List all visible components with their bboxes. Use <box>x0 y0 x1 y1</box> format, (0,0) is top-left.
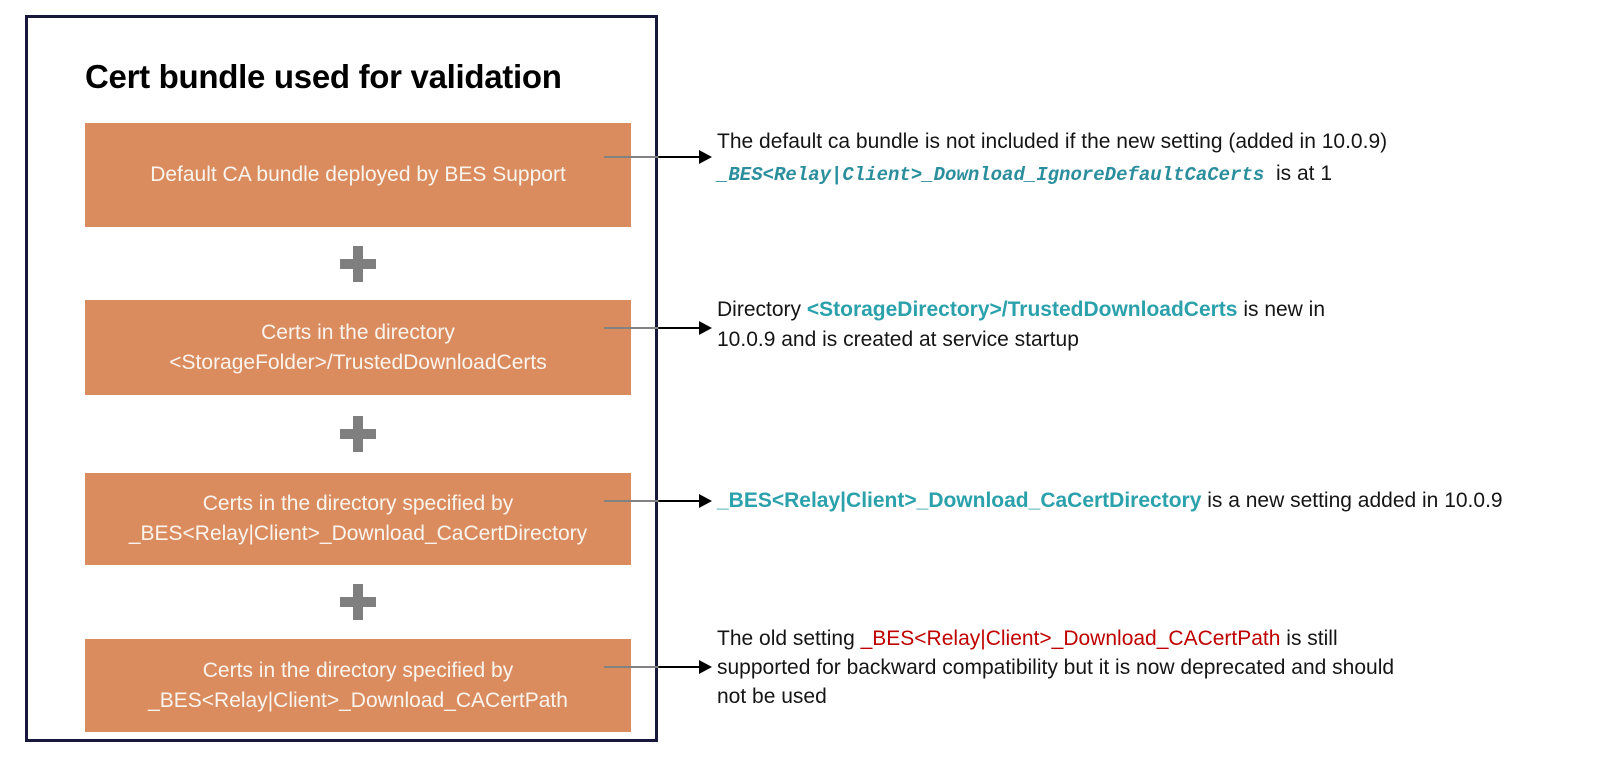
plus-icon <box>340 246 376 282</box>
annotation-segment: is still supported for backward compatib… <box>717 627 1395 708</box>
arrow-head-icon <box>699 494 712 508</box>
plus-icon <box>340 584 376 620</box>
box-text-line: _BES<Relay|Client>_Download_CACertPath <box>148 688 568 712</box>
annotation-segment: The old setting <box>717 627 861 650</box>
arrow-line <box>604 156 701 158</box>
annotation-trusted-download-certs: Directory <StorageDirectory>/TrustedDown… <box>717 295 1592 355</box>
box-cacert-directory: Certs in the directory specified by _BES… <box>85 473 631 565</box>
box-text-line: <StorageFolder>/TrustedDownloadCerts <box>169 350 547 374</box>
box-text-line: Default CA bundle deployed by BES Suppor… <box>150 163 566 186</box>
annotation-segment: _BES<Relay|Client>_Download_CaCertDirect… <box>717 489 1202 512</box>
annotation-segment: _BES<Relay|Client>_Download_IgnoreDefaul… <box>717 164 1265 186</box>
annotation-segment: The default ca bundle is not included if… <box>717 130 1388 153</box>
annotation-cacert-path-deprecated: The old setting _BES<Relay|Client>_Downl… <box>717 624 1592 711</box>
diagram-title: Cert bundle used for validation <box>85 58 562 95</box>
box-text-line: Certs in the directory specified by <box>202 492 514 515</box>
annotation-segment: is a new setting added in 10.0.9 <box>1201 489 1503 512</box>
arrow-head-icon <box>699 660 712 674</box>
box-trusted-download-certs: Certs in the directory <StorageFolder>/T… <box>85 300 631 395</box>
arrow-line <box>604 666 701 668</box>
annotation-default-ca-bundle: The default ca bundle is not included if… <box>717 126 1592 191</box>
annotation-segment: _BES<Relay|Client>_Download_CACertPath <box>860 627 1281 650</box>
annotation-segment: <StorageDirectory>/TrustedDownloadCerts <box>806 298 1238 321</box>
box-cacert-path: Certs in the directory specified by _BES… <box>85 639 631 732</box>
annotation-segment: is new in 10.0.9 and is created at servi… <box>717 298 1326 351</box>
annotation-segment: is at 1 <box>1264 162 1332 185</box>
cert-bundle-container: Cert bundle used for validation Default … <box>25 15 658 742</box>
box-text-line: Certs in the directory <box>261 320 455 344</box>
box-text-line: Certs in the directory specified by <box>202 658 514 682</box>
annotation-cacert-directory: _BES<Relay|Client>_Download_CaCertDirect… <box>717 485 1592 517</box>
box-default-ca-bundle: Default CA bundle deployed by BES Suppor… <box>85 123 631 227</box>
annotation-segment: Directory <box>717 298 807 321</box>
arrow-line <box>604 327 701 329</box>
arrow-head-icon <box>699 321 712 335</box>
arrow-line <box>604 500 701 502</box>
plus-icon <box>340 416 376 452</box>
box-text-line: _BES<Relay|Client>_Download_CaCertDirect… <box>128 522 588 545</box>
arrow-head-icon <box>699 150 712 164</box>
